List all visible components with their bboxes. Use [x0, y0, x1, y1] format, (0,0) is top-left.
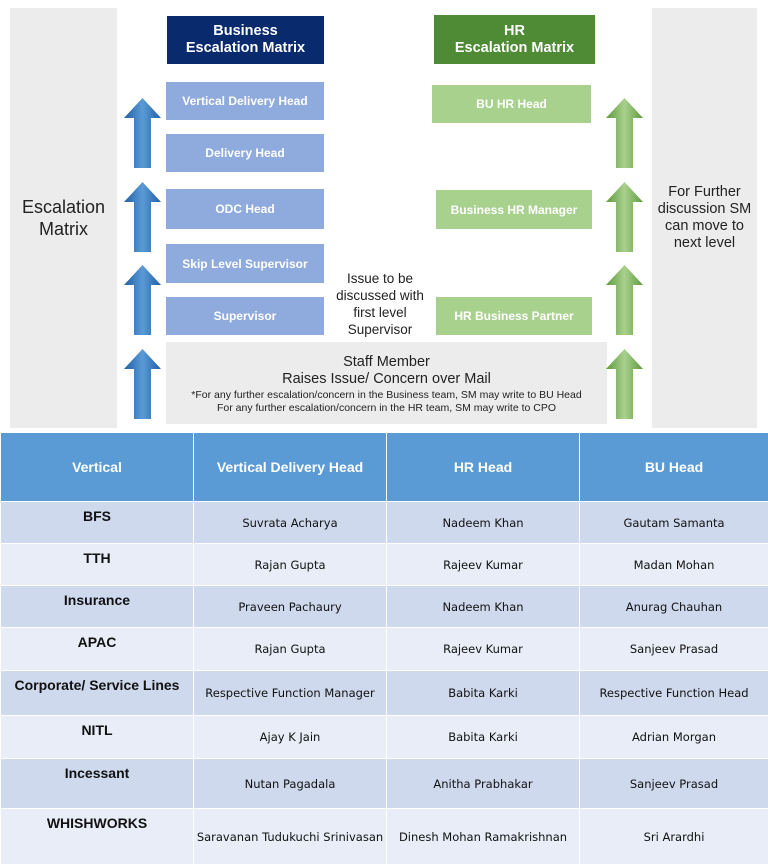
- header-bu-head: BU Head: [579, 432, 768, 502]
- header-hr-head: HR Head: [386, 432, 580, 502]
- cell-hr-head: Dinesh Mohan Ramakrishnan: [386, 808, 580, 865]
- table-row: Insurance Praveen Pachaury Nadeem Khan A…: [0, 585, 768, 628]
- cell-hr-head: Babita Karki: [386, 715, 580, 759]
- cell-delivery-head: Rajan Gupta: [193, 543, 387, 586]
- cell-delivery-head: Suvrata Acharya: [193, 501, 387, 544]
- cell-bu-head: Sanjeev Prasad: [579, 758, 768, 809]
- cell-delivery-head: Saravanan Tudukuchi Srinivasan: [193, 808, 387, 865]
- escalation-contacts-table: Vertical Vertical Delivery Head HR Head …: [0, 432, 768, 865]
- up-arrow-icon: [124, 349, 161, 419]
- staff-member-subtitle: Raises Issue/ Concern over Mail: [282, 371, 491, 387]
- hr-escalation-footnote: For any further escalation/concern in th…: [216, 402, 557, 414]
- staff-member-box: Staff Member Raises Issue/ Concern over …: [166, 342, 607, 424]
- first-level-supervisor-note: Issue to be discussed with first level S…: [336, 271, 424, 337]
- up-arrow-icon: [606, 349, 643, 419]
- up-arrow-icon: [606, 265, 643, 335]
- up-arrow-icon: [606, 182, 643, 252]
- table-row: NITL Ajay K Jain Babita Karki Adrian Mor…: [0, 715, 768, 759]
- hr-escalation-title: HR Escalation Matrix: [434, 15, 595, 64]
- cell-vertical: NITL: [0, 715, 194, 759]
- business-level-supervisor: Supervisor: [166, 297, 324, 335]
- up-arrow-icon: [606, 98, 643, 168]
- further-discussion-note: For Further discussion SM can move to ne…: [657, 184, 752, 251]
- cell-delivery-head: Rajan Gupta: [193, 627, 387, 671]
- cell-hr-head: Nadeem Khan: [386, 501, 580, 544]
- cell-bu-head: Respective Function Head: [579, 670, 768, 716]
- business-level-skip-level-supervisor: Skip Level Supervisor: [166, 244, 324, 283]
- cell-vertical: Corporate/ Service Lines: [0, 670, 194, 716]
- header-vertical: Vertical: [0, 432, 194, 502]
- business-level-vertical-delivery-head: Vertical Delivery Head: [166, 82, 324, 120]
- table-row: TTH Rajan Gupta Rajeev Kumar Madan Mohan: [0, 543, 768, 586]
- up-arrow-icon: [124, 98, 161, 168]
- hr-level-business-hr-manager: Business HR Manager: [436, 190, 592, 229]
- cell-hr-head: Babita Karki: [386, 670, 580, 716]
- table-row: WHISHWORKS Saravanan Tudukuchi Srinivasa…: [0, 808, 768, 865]
- business-escalation-title: Business Escalation Matrix: [167, 16, 324, 64]
- cell-vertical: WHISHWORKS: [0, 808, 194, 865]
- business-title-line2: Escalation Matrix: [185, 40, 306, 56]
- cell-vertical: TTH: [0, 543, 194, 586]
- cell-vertical: Insurance: [0, 585, 194, 628]
- business-level-delivery-head: Delivery Head: [166, 134, 324, 172]
- cell-hr-head: Rajeev Kumar: [386, 627, 580, 671]
- hr-title-line1: HR: [504, 22, 525, 39]
- table-row: Corporate/ Service Lines Respective Func…: [0, 670, 768, 716]
- up-arrow-icon: [124, 265, 161, 335]
- table-header-row: Vertical Vertical Delivery Head HR Head …: [0, 432, 768, 502]
- left-side-panel: [10, 8, 117, 428]
- header-vertical-delivery-head: Vertical Delivery Head: [193, 432, 387, 502]
- right-side-panel: [652, 8, 757, 428]
- cell-hr-head: Anitha Prabhakar: [386, 758, 580, 809]
- cell-delivery-head: Praveen Pachaury: [193, 585, 387, 628]
- cell-bu-head: Gautam Samanta: [579, 501, 768, 544]
- cell-bu-head: Sanjeev Prasad: [579, 627, 768, 671]
- cell-bu-head: Anurag Chauhan: [579, 585, 768, 628]
- up-arrow-icon: [124, 182, 161, 252]
- cell-vertical: Incessant: [0, 758, 194, 809]
- business-level-odc-head: ODC Head: [166, 189, 324, 229]
- cell-bu-head: Sri Arardhi: [579, 808, 768, 865]
- cell-delivery-head: Nutan Pagadala: [193, 758, 387, 809]
- cell-bu-head: Adrian Morgan: [579, 715, 768, 759]
- hr-title-line2: Escalation Matrix: [454, 39, 575, 56]
- cell-delivery-head: Respective Function Manager: [193, 670, 387, 716]
- cell-delivery-head: Ajay K Jain: [193, 715, 387, 759]
- business-escalation-footnote: *For any further escalation/concern in t…: [191, 389, 582, 401]
- table-row: Incessant Nutan Pagadala Anitha Prabhaka…: [0, 758, 768, 809]
- table-row: BFS Suvrata Acharya Nadeem Khan Gautam S…: [0, 501, 768, 544]
- escalation-matrix-label: Escalation Matrix: [21, 197, 106, 239]
- cell-bu-head: Madan Mohan: [579, 543, 768, 586]
- cell-hr-head: Rajeev Kumar: [386, 543, 580, 586]
- staff-member-title: Staff Member: [343, 354, 430, 370]
- business-title-line1: Business: [213, 23, 278, 39]
- table-row: APAC Rajan Gupta Rajeev Kumar Sanjeev Pr…: [0, 627, 768, 671]
- hr-level-hr-business-partner: HR Business Partner: [436, 297, 592, 335]
- hr-level-bu-hr-head: BU HR Head: [432, 85, 591, 123]
- cell-vertical: APAC: [0, 627, 194, 671]
- cell-hr-head: Nadeem Khan: [386, 585, 580, 628]
- cell-vertical: BFS: [0, 501, 194, 544]
